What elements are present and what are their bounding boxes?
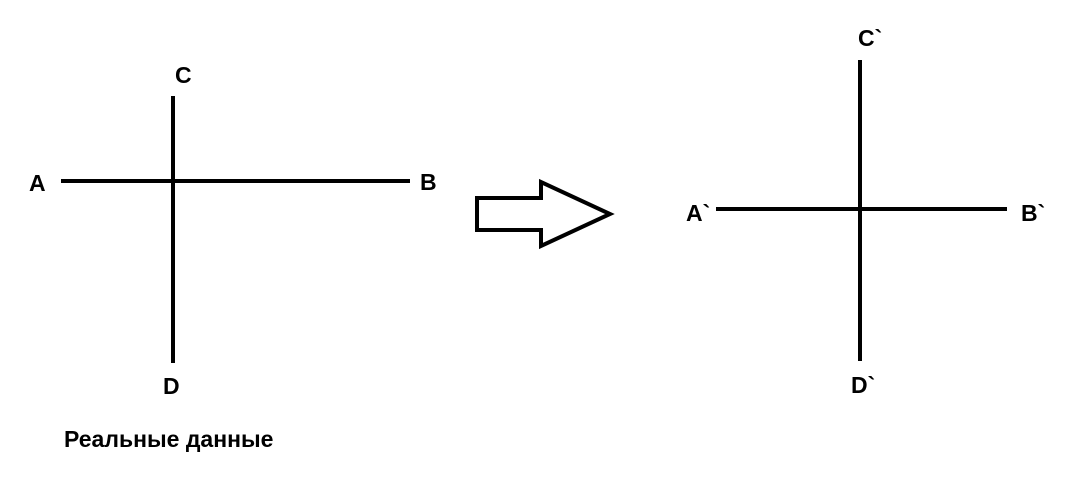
left-label-d: D: [163, 373, 180, 399]
right-label-a: A`: [686, 200, 711, 226]
left-label-c: C: [175, 62, 192, 88]
left-label-a: A: [29, 170, 46, 196]
right-label-c: C`: [858, 25, 883, 51]
left-diagram-caption: Реальные данные: [64, 426, 274, 452]
right-arrow-outline-icon: [475, 178, 615, 250]
right-label-b: B`: [1021, 200, 1046, 226]
right-label-d: D`: [851, 372, 876, 398]
left-label-b: B: [420, 169, 437, 195]
